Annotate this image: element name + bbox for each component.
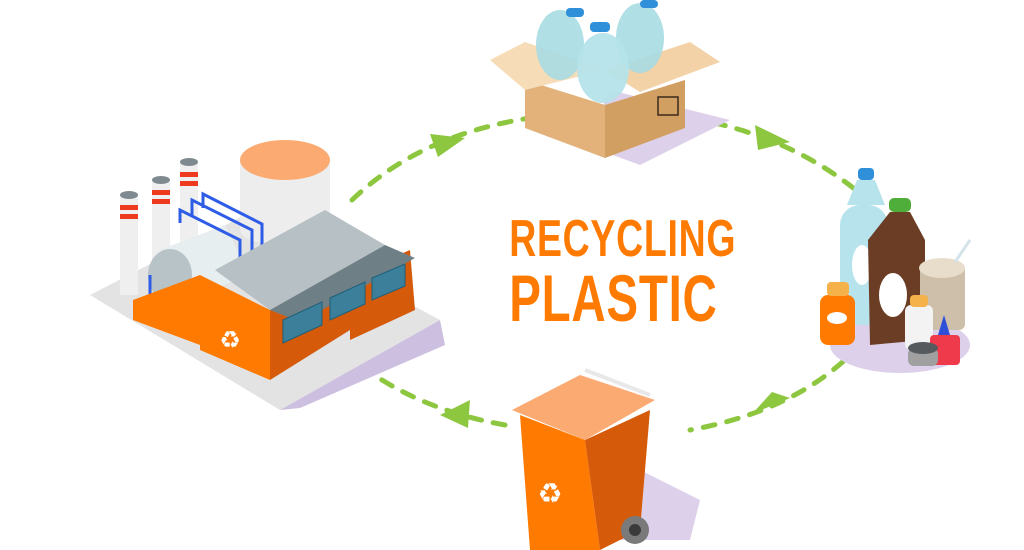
box-right-face [605,80,685,158]
storage-tank [240,140,330,245]
factory-front-wall [133,275,270,380]
arrow-box-to-bottles [687,115,865,198]
fragile-label [657,96,679,116]
bin-front [520,415,600,550]
recycling-factory: ♻ [90,140,445,410]
bin-lid [512,375,655,440]
recycle-icon: ♻ [537,477,562,510]
water-bottles [536,0,664,103]
plastic-containers [820,168,972,373]
factory-windows [282,263,406,344]
factory-roof-left [215,210,385,310]
arrowhead-2 [755,125,790,150]
arrowhead-4 [440,400,470,428]
bin-handle [584,368,651,397]
recycle-icon: ♻ [219,326,241,354]
shoe-polish-tin [908,342,938,366]
title-line-2: PLASTIC [509,261,718,335]
arrowheads [430,125,790,428]
bin-side [585,410,650,550]
orange-lotion-bottle [820,282,855,345]
factory-roof-right [270,245,415,322]
arrowhead-1 [430,134,465,157]
white-small-bottle [905,295,933,350]
box-of-bottles [490,0,730,165]
arrow-bottles-to-bin [687,342,863,433]
arrow-bin-to-factory [357,362,508,428]
box-left-face [525,80,605,158]
box-flap-right [605,42,720,92]
title-line-1: RECYCLING [509,210,737,268]
arrowhead-3 [752,392,790,414]
factory-ground-shadow [280,320,445,410]
arrow-factory-to-box [349,115,533,203]
recycling-bin: ♻ [512,368,700,550]
